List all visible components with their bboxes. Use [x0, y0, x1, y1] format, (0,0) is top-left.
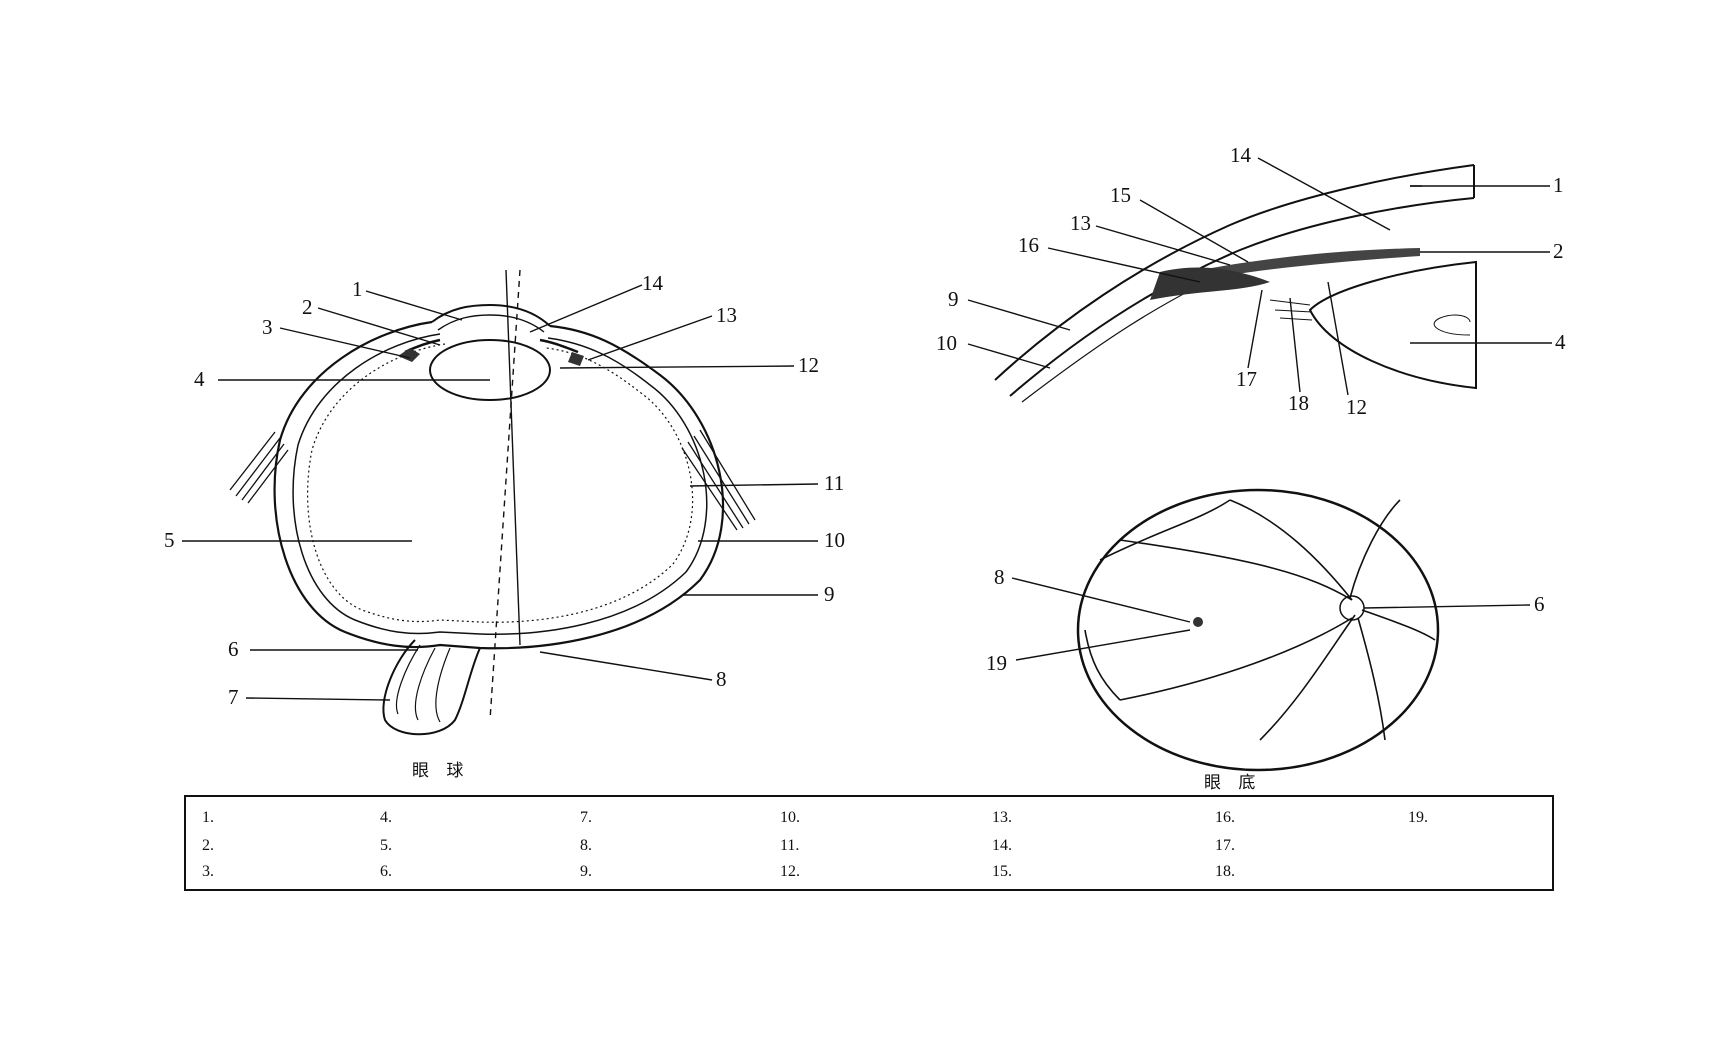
eye-label-6: 6: [228, 637, 239, 661]
leader-angle-13: [1095, 225, 1231, 266]
leader-eye-1: [365, 290, 463, 321]
eyeball-diagram: 1 2 3 4 5 6 7 8 9 10 11 12 13 14 眼 球: [164, 269, 845, 781]
leader-eye-8: [539, 651, 713, 681]
leader-angle-14: [1257, 157, 1391, 231]
eye-label-2: 2: [302, 295, 313, 319]
cornea-inner: [437, 314, 545, 333]
optic-nerve: [382, 639, 481, 736]
answer-slot-16[interactable]: 16.: [1215, 809, 1235, 826]
answer-slot-13[interactable]: 13.: [992, 809, 1012, 826]
eye-label-12: 12: [798, 353, 819, 377]
leader-eye-11: [689, 483, 819, 487]
leader-angle-17: [1247, 289, 1263, 369]
iris-strip: [1190, 248, 1420, 282]
eyeball-caption: 眼 球: [412, 761, 469, 781]
lens: [429, 339, 551, 401]
answer-slot-8[interactable]: 8.: [580, 837, 592, 854]
answer-slot-3[interactable]: 3.: [202, 863, 214, 880]
eye-label-14: 14: [642, 271, 664, 295]
sclera-outline: [273, 320, 725, 650]
leader-angle-12: [1327, 281, 1349, 396]
eye-label-11: 11: [824, 471, 844, 495]
cornea-outer: [431, 303, 551, 327]
eye-muscle-right: [681, 429, 756, 531]
answer-slot-15[interactable]: 15.: [992, 863, 1012, 880]
leader-angle-15: [1139, 199, 1249, 263]
retinal-vessels: [1084, 499, 1436, 741]
angle-label-16: 16: [1018, 233, 1039, 257]
leader-eye-13: [587, 315, 713, 361]
leader-fundus-19: [1015, 629, 1191, 661]
leader-angle-16: [1047, 247, 1201, 283]
angle-label-10: 10: [936, 331, 957, 355]
leader-eye-7: [245, 697, 391, 701]
optic-nerve-fibers: [396, 644, 451, 723]
fundus-caption: 眼 底: [1204, 773, 1261, 793]
angle-label-12: 12: [1346, 395, 1367, 419]
fundus-label-8: 8: [994, 565, 1005, 589]
answer-slot-14[interactable]: 14.: [992, 837, 1012, 854]
angle-label-17: 17: [1236, 367, 1257, 391]
fundus-diagram: 8 19 6 眼 底: [986, 488, 1545, 793]
lens-segment: [1308, 260, 1477, 390]
angle-label-1: 1: [1553, 173, 1564, 197]
eye-label-8: 8: [716, 667, 727, 691]
eye-label-10: 10: [824, 528, 845, 552]
leader-angle-18: [1289, 297, 1301, 393]
choroid-outline: [292, 333, 708, 635]
angle-label-9: 9: [948, 287, 959, 311]
macula: [1193, 617, 1203, 627]
leader-fundus-8: [1011, 577, 1191, 623]
answer-slot-2[interactable]: 2.: [202, 837, 214, 854]
answer-table: 1. 2. 3. 4. 5. 6. 7. 8. 9. 10. 11. 12. 1…: [184, 795, 1554, 891]
retina-outline: [306, 343, 694, 623]
fundus-outline: [1076, 488, 1440, 772]
answer-slot-7[interactable]: 7.: [580, 809, 592, 826]
eye-muscle-left: [229, 431, 289, 504]
ciliary-body: [398, 348, 584, 366]
ciliary-muscle: [1150, 267, 1270, 300]
eye-label-5: 5: [164, 528, 175, 552]
answer-slot-5[interactable]: 5.: [380, 837, 392, 854]
answer-slot-18[interactable]: 18.: [1215, 863, 1235, 880]
leader-eye-14: [529, 284, 643, 333]
answer-slot-11[interactable]: 11.: [780, 837, 800, 854]
leader-fundus-6: [1363, 604, 1531, 609]
leader-eye-3: [279, 327, 411, 359]
answer-slot-12[interactable]: 12.: [780, 863, 800, 880]
fundus-label-6: 6: [1534, 592, 1545, 616]
answer-slot-1[interactable]: 1.: [202, 809, 214, 826]
eye-label-7: 7: [228, 685, 239, 709]
answer-slot-19[interactable]: 19.: [1408, 809, 1428, 826]
eye-label-13: 13: [716, 303, 737, 327]
angle-label-13: 13: [1070, 211, 1091, 235]
answer-slot-6[interactable]: 6.: [380, 863, 392, 880]
sclera-band-inner: [1009, 197, 1475, 397]
eye-label-1: 1: [352, 277, 363, 301]
angle-label-4: 4: [1555, 330, 1566, 354]
answer-slot-4[interactable]: 4.: [380, 809, 392, 826]
eye-label-3: 3: [262, 315, 273, 339]
anterior-angle-diagram: 1 2 4 9 10 12 13 14 15 16 17 18: [936, 143, 1566, 419]
answer-slot-17[interactable]: 17.: [1215, 837, 1235, 854]
eye-label-9: 9: [824, 582, 835, 606]
angle-label-15: 15: [1110, 183, 1131, 207]
optic-axis: [505, 269, 521, 646]
angle-label-18: 18: [1288, 391, 1309, 415]
leader-angle-10: [967, 343, 1051, 369]
angle-label-14: 14: [1230, 143, 1252, 167]
leader-angle-9: [967, 299, 1071, 331]
answer-slot-9[interactable]: 9.: [580, 863, 592, 880]
fundus-label-19: 19: [986, 651, 1007, 675]
lens-nucleus: [1433, 314, 1471, 336]
leader-eye-12: [559, 365, 795, 369]
angle-label-2: 2: [1553, 239, 1564, 263]
visual-axis: [489, 269, 521, 721]
eye-label-4: 4: [194, 367, 205, 391]
answer-slot-10[interactable]: 10.: [780, 809, 800, 826]
leader-eye-2: [317, 307, 441, 346]
